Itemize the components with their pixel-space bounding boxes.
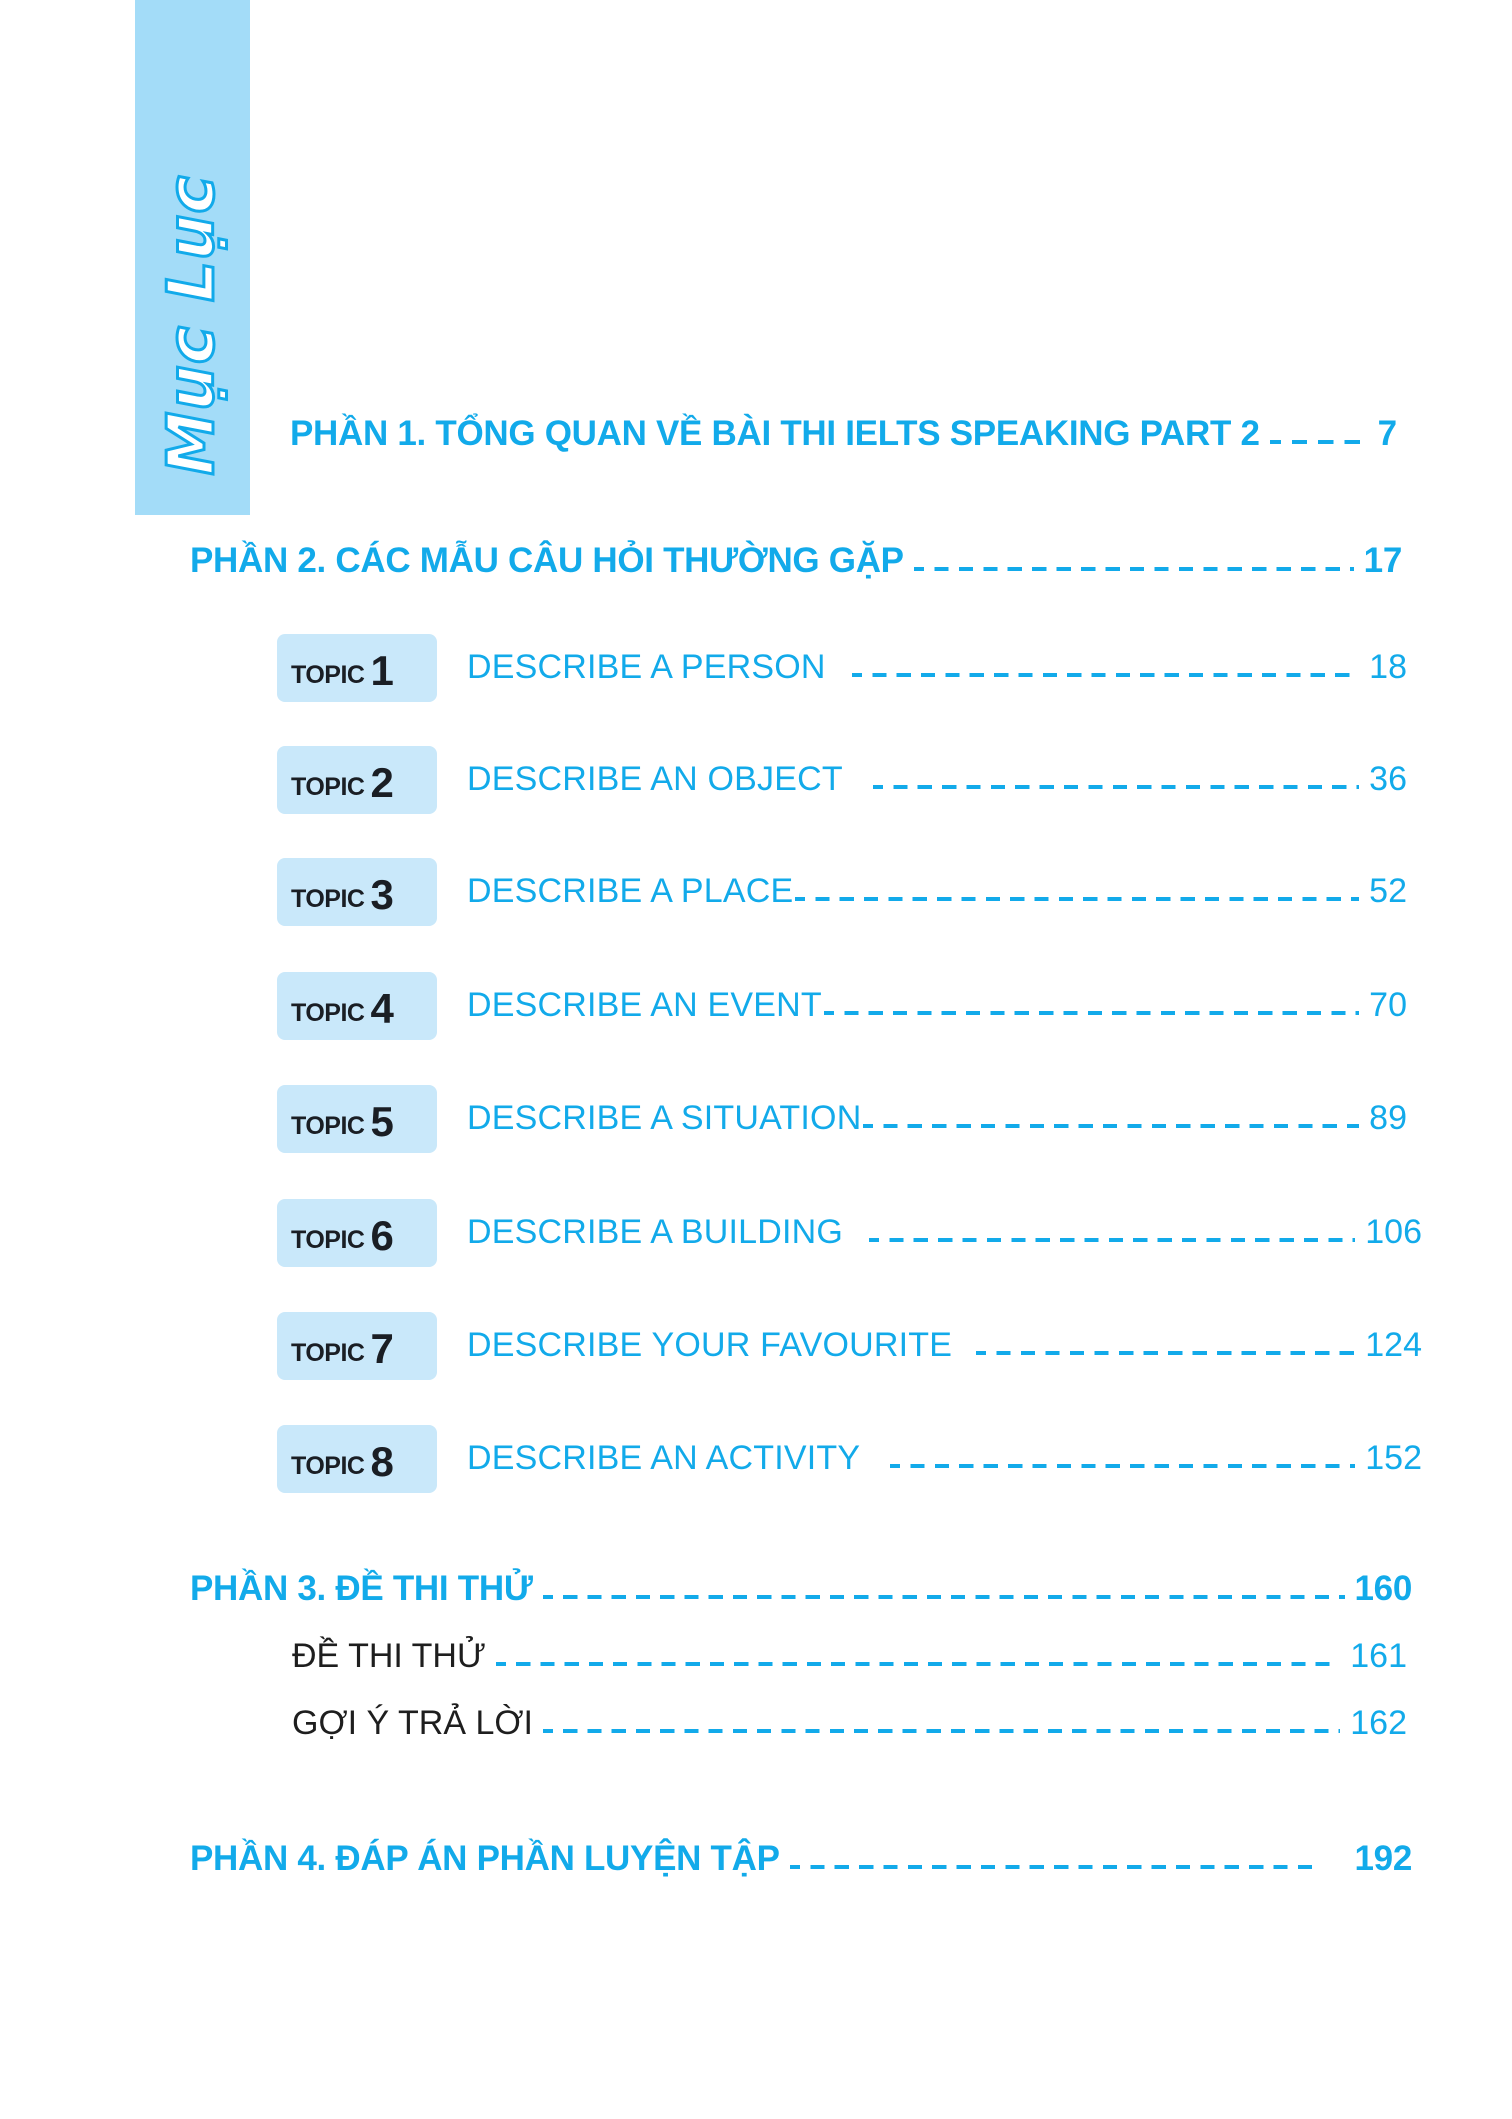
dotted-leader: [795, 897, 1360, 901]
topic-title: DESCRIBE AN ACTIVITY: [467, 1439, 861, 1477]
dotted-leader: [890, 1464, 1356, 1468]
page-number: 152: [1365, 1439, 1422, 1477]
dotted-leader: [869, 1238, 1356, 1242]
dotted-leader: [789, 1865, 1319, 1869]
topic-number: 4: [370, 985, 394, 1032]
page-number: 162: [1350, 1704, 1407, 1742]
dotted-leader: [542, 1595, 1345, 1599]
topic-keyword: TOPIC: [291, 1339, 365, 1367]
toc-entry-topic-8[interactable]: DESCRIBE AN ACTIVITY 152: [467, 1439, 1422, 1478]
dotted-leader: [863, 1124, 1360, 1128]
page-number: 106: [1365, 1213, 1422, 1251]
dotted-leader: [542, 1729, 1341, 1733]
dotted-leader: [823, 1011, 1360, 1015]
page-number: 36: [1369, 760, 1407, 798]
toc-entry-topic-6[interactable]: DESCRIBE A BUILDING 106: [467, 1213, 1422, 1252]
topic-keyword: TOPIC: [291, 1112, 365, 1140]
topic-keyword: TOPIC: [291, 773, 365, 801]
topic-keyword: TOPIC: [291, 1452, 365, 1480]
page-number: 89: [1369, 1099, 1407, 1137]
toc-entry-topic-1[interactable]: DESCRIBE A PERSON 18: [467, 648, 1407, 687]
page-number: 192: [1354, 1839, 1413, 1878]
page-number: 18: [1369, 648, 1407, 686]
toc-entry-part-3[interactable]: PHẦN 3. ĐỀ THI THỬ 160: [190, 1569, 1412, 1609]
topic-keyword: TOPIC: [291, 999, 365, 1027]
page-number: 160: [1354, 1569, 1413, 1608]
dotted-leader: [872, 785, 1360, 789]
dotted-leader: [913, 567, 1354, 571]
sub-item-label: GỢI Ý TRẢ LỜI: [292, 1704, 533, 1742]
dotted-leader: [851, 673, 1360, 677]
topic-title: DESCRIBE A PLACE: [467, 872, 794, 910]
toc-entry-part-4[interactable]: PHẦN 4. ĐÁP ÁN PHẦN LUYỆN TẬP 192: [190, 1839, 1412, 1879]
toc-entry-topic-2[interactable]: DESCRIBE AN OBJECT 36: [467, 760, 1407, 799]
toc-entry-part-2[interactable]: PHẦN 2. CÁC MẪU CÂU HỎI THƯỜNG GẶP 17: [190, 541, 1402, 581]
topic-title: DESCRIBE A SITUATION: [467, 1099, 862, 1137]
topic-title: DESCRIBE YOUR FAVOURITE: [467, 1326, 953, 1364]
topic-title: DESCRIBE A BUILDING: [467, 1213, 844, 1251]
page-number: 161: [1350, 1637, 1407, 1675]
toc-entry-answer-suggestions[interactable]: GỢI Ý TRẢ LỜI 162: [292, 1704, 1407, 1743]
topic-number: 1: [370, 647, 394, 694]
topic-number: 2: [370, 759, 394, 806]
toc-entry-topic-3[interactable]: DESCRIBE A PLACE 52: [467, 872, 1407, 911]
part-label: PHẦN 3. ĐỀ THI THỬ: [190, 1569, 533, 1608]
topic-title: DESCRIBE AN OBJECT: [467, 760, 843, 798]
sub-item-label: ĐỀ THI THỬ: [292, 1637, 487, 1675]
part-label: PHẦN 2. CÁC MẪU CÂU HỎI THƯỜNG GẶP: [190, 541, 904, 580]
topic-number: 3: [370, 871, 394, 918]
topic-keyword: TOPIC: [291, 1226, 365, 1254]
dotted-leader: [1269, 440, 1362, 444]
toc-title: Mục Lục: [154, 173, 231, 477]
toc-entry-part-1[interactable]: PHẦN 1. TỔNG QUAN VỀ BÀI THI IELTS SPEAK…: [290, 414, 1397, 454]
topic-keyword: TOPIC: [291, 885, 365, 913]
page-number: 7: [1377, 414, 1397, 453]
topic-title: DESCRIBE A PERSON: [467, 648, 826, 686]
part-label: PHẦN 1. TỔNG QUAN VỀ BÀI THI IELTS SPEAK…: [290, 414, 1260, 453]
page-number: 17: [1363, 541, 1403, 580]
page-number: 70: [1369, 986, 1407, 1024]
sidebar-banner: Mục Lục: [135, 0, 250, 515]
topic-number: 7: [370, 1325, 394, 1372]
topic-title: DESCRIBE AN EVENT: [467, 986, 822, 1024]
topic-keyword: TOPIC: [291, 661, 365, 689]
toc-entry-topic-7[interactable]: DESCRIBE YOUR FAVOURITE 124: [467, 1326, 1422, 1365]
page-number: 52: [1369, 872, 1407, 910]
dotted-leader: [976, 1351, 1356, 1355]
toc-entry-mock-test[interactable]: ĐỀ THI THỬ 161: [292, 1637, 1407, 1676]
topic-number: 8: [370, 1438, 394, 1485]
dotted-leader: [496, 1662, 1341, 1666]
topic-number: 6: [370, 1212, 394, 1259]
page-number: 124: [1365, 1326, 1422, 1364]
topic-number: 5: [370, 1098, 394, 1145]
toc-entry-topic-5[interactable]: DESCRIBE A SITUATION 89: [467, 1099, 1407, 1138]
part-label: PHẦN 4. ĐÁP ÁN PHẦN LUYỆN TẬP: [190, 1839, 780, 1878]
toc-entry-topic-4[interactable]: DESCRIBE AN EVENT 70: [467, 986, 1407, 1025]
